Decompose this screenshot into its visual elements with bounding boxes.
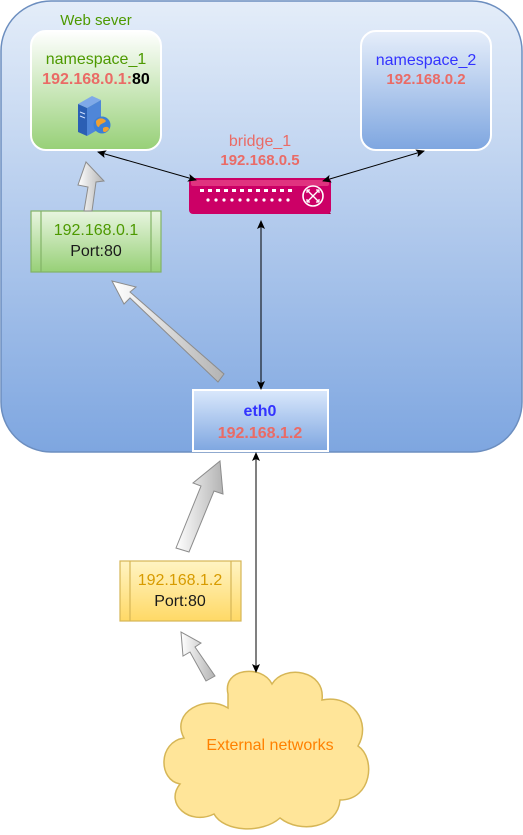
connectors <box>97 149 425 673</box>
internal-port-box[interactable]: 192.168.0.1 Port:80 <box>30 210 162 273</box>
eth0-interface[interactable]: eth0 192.168.1.2 <box>192 389 329 452</box>
namespace-1-ip: 192.168.0.1: <box>42 71 132 88</box>
namespace-2-box[interactable]: namespace_2 192.168.0.2 <box>360 30 492 151</box>
internal-port-number: Port:80 <box>70 243 122 260</box>
namespace-1-address: 192.168.0.1:80 <box>42 71 150 88</box>
namespace-1-box[interactable]: namespace_1 192.168.0.1:80 <box>30 30 162 151</box>
eth0-ip: 192.168.1.2 <box>218 425 303 442</box>
namespace-1-port: 80 <box>132 71 150 88</box>
link-ns1-bridge <box>97 150 197 182</box>
arrow-up-to-namespace-1 <box>77 161 106 212</box>
eth0-name: eth0 <box>244 403 277 420</box>
arrow-cloud-to-port-box <box>180 631 216 682</box>
web-server-title: Web sever <box>60 12 131 29</box>
external-networks-label: External networks <box>206 737 333 754</box>
external-port-number: Port:80 <box>154 593 206 610</box>
external-port-ip: 192.168.1.2 <box>138 572 223 589</box>
switch-router-icon <box>189 178 331 214</box>
bridge-ip: 192.168.0.5 <box>220 152 299 169</box>
external-networks-cloud[interactable]: External networks <box>163 670 370 830</box>
namespace-2-ip: 192.168.0.2 <box>386 71 465 88</box>
namespace-2-name: namespace_2 <box>376 52 477 69</box>
link-ns2-bridge <box>322 149 425 183</box>
web-server-icon <box>78 96 111 136</box>
flow-arrows <box>77 161 225 682</box>
arrow-eth0-to-port-box <box>111 280 225 383</box>
internal-port-ip: 192.168.0.1 <box>54 222 139 239</box>
namespace-1-name: namespace_1 <box>46 51 147 68</box>
bridge-name: bridge_1 <box>229 133 291 150</box>
arrow-up-to-eth0 <box>175 460 224 553</box>
external-port-box[interactable]: 192.168.1.2 Port:80 <box>119 560 242 622</box>
bridge-1[interactable]: bridge_1 192.168.0.5 <box>189 133 331 214</box>
